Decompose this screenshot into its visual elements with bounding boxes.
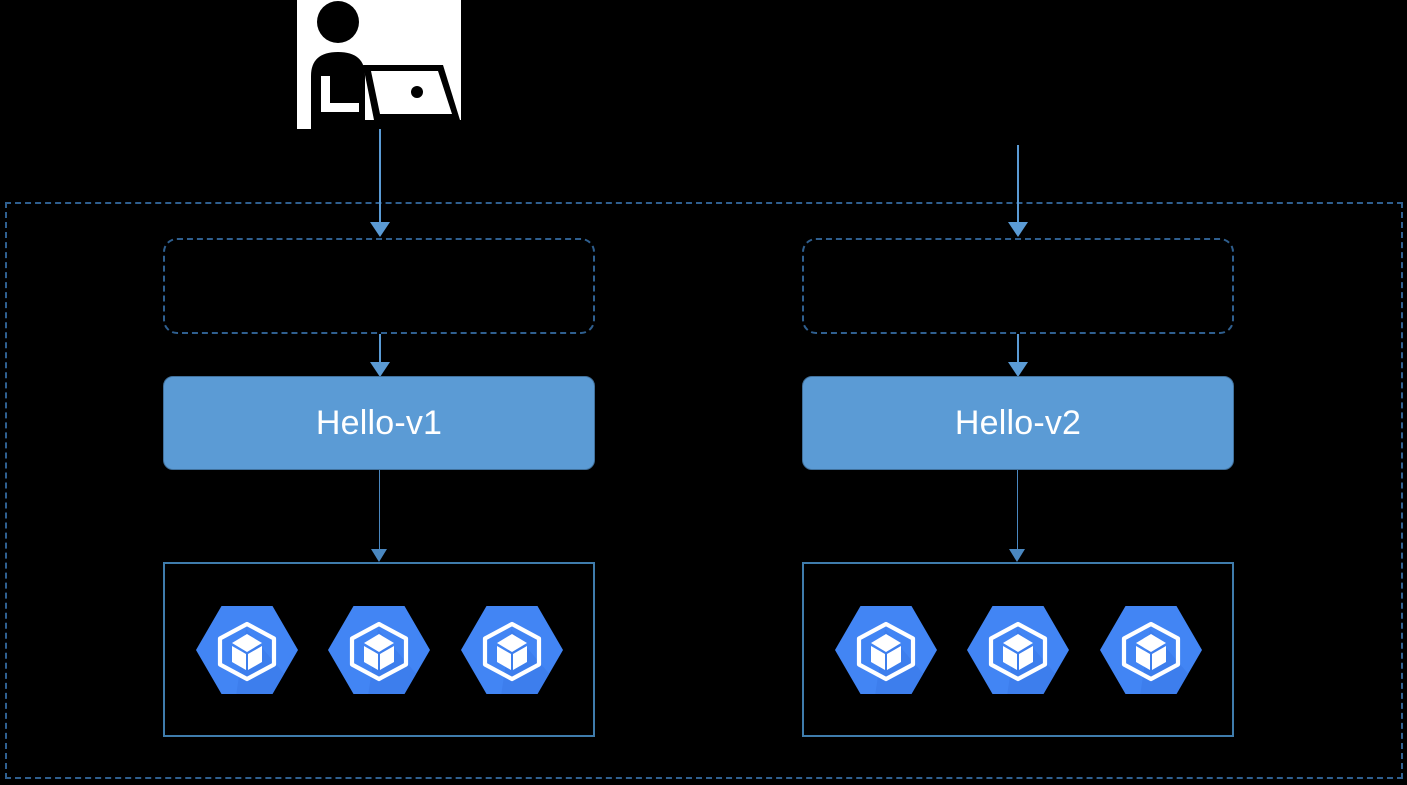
pod-row-v1 xyxy=(165,604,593,696)
connector-deployment-v2-to-pods-v2 xyxy=(1017,470,1018,556)
pod-row-v2 xyxy=(804,604,1232,696)
pod-item[interactable] xyxy=(460,604,563,696)
deployment-hello-v2[interactable]: Hello-v2 xyxy=(802,376,1234,470)
service-box-v1[interactable] xyxy=(163,238,595,334)
deployment-hello-v1-label: Hello-v1 xyxy=(315,404,443,442)
service-box-v2[interactable] xyxy=(802,238,1234,334)
pod-group-v2[interactable] xyxy=(802,562,1234,737)
connector-inbound-to-service-v2 xyxy=(1017,145,1019,225)
connector-deployment-v1-to-pods-v1 xyxy=(379,470,380,556)
deployment-hello-v2-label: Hello-v2 xyxy=(954,404,1082,442)
arrowhead-user-to-service-v1 xyxy=(370,222,390,237)
pod-item[interactable] xyxy=(1099,604,1202,696)
pod-item[interactable] xyxy=(834,604,937,696)
arrowhead-deployment-v2-to-pods-v2 xyxy=(1009,549,1025,562)
connector-service-v2-to-deployment-v2 xyxy=(1017,334,1019,374)
user-at-laptop-icon xyxy=(297,0,461,129)
pod-item[interactable] xyxy=(328,604,430,696)
connector-service-v1-to-deployment-v1 xyxy=(379,334,381,374)
deployment-hello-v1[interactable]: Hello-v1 xyxy=(163,376,595,470)
pod-item[interactable] xyxy=(195,604,298,696)
cluster-boundary xyxy=(5,202,1403,779)
arrowhead-deployment-v1-to-pods-v1 xyxy=(371,549,387,562)
pod-group-v1[interactable] xyxy=(163,562,595,737)
connector-user-to-service-v1 xyxy=(379,129,381,225)
arrowhead-service-v2-to-deployment-v2 xyxy=(1008,362,1028,377)
arrowhead-service-v1-to-deployment-v1 xyxy=(370,362,390,377)
arrowhead-inbound-to-service-v2 xyxy=(1008,222,1028,237)
pod-item[interactable] xyxy=(967,604,1069,696)
